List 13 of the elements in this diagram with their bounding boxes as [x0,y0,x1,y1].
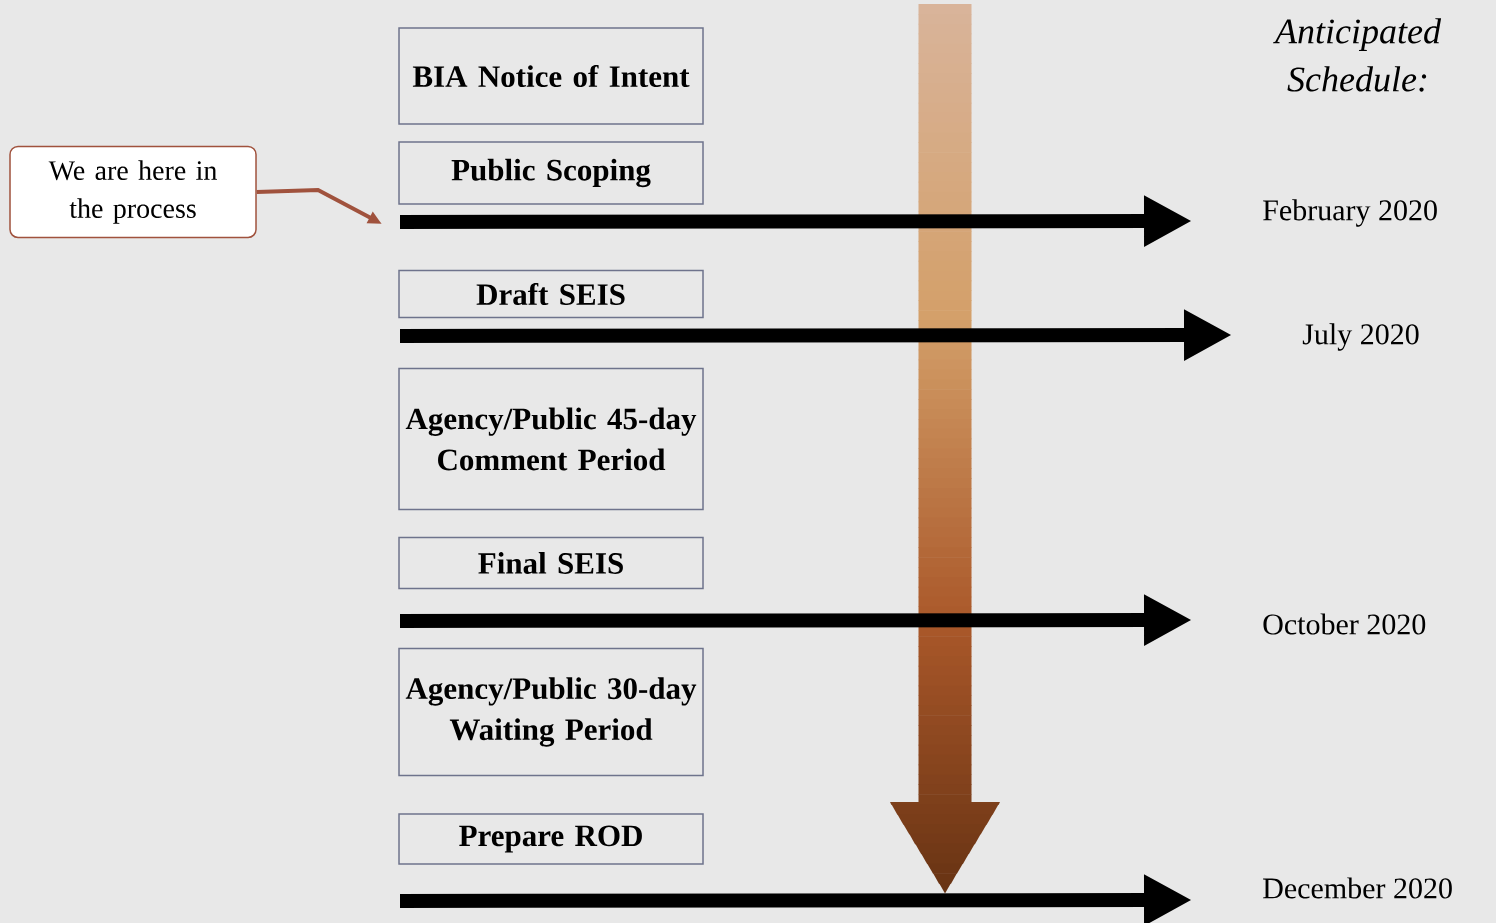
step-box: Public Scoping [398,141,704,205]
date-label: October 2020 [1263,613,1426,635]
step-box: BIA Notice of Intent [398,27,704,125]
step-box: Draft SEIS [398,269,704,319]
date-label: December 2020 [1263,877,1452,899]
date-label: July 2020 [1302,323,1419,351]
step-box: Agency/Public 45-day Comment Period [398,367,704,511]
step-box: Agency/Public 30-day Waiting Period [398,647,704,777]
date-label: February 2020 [1263,199,1437,227]
heading: Anticipated Schedule: [1273,18,1442,92]
step-box: Final SEIS [398,536,704,590]
step-box: Prepare ROD [398,813,704,865]
callout-box: We are here in the process [9,145,257,239]
